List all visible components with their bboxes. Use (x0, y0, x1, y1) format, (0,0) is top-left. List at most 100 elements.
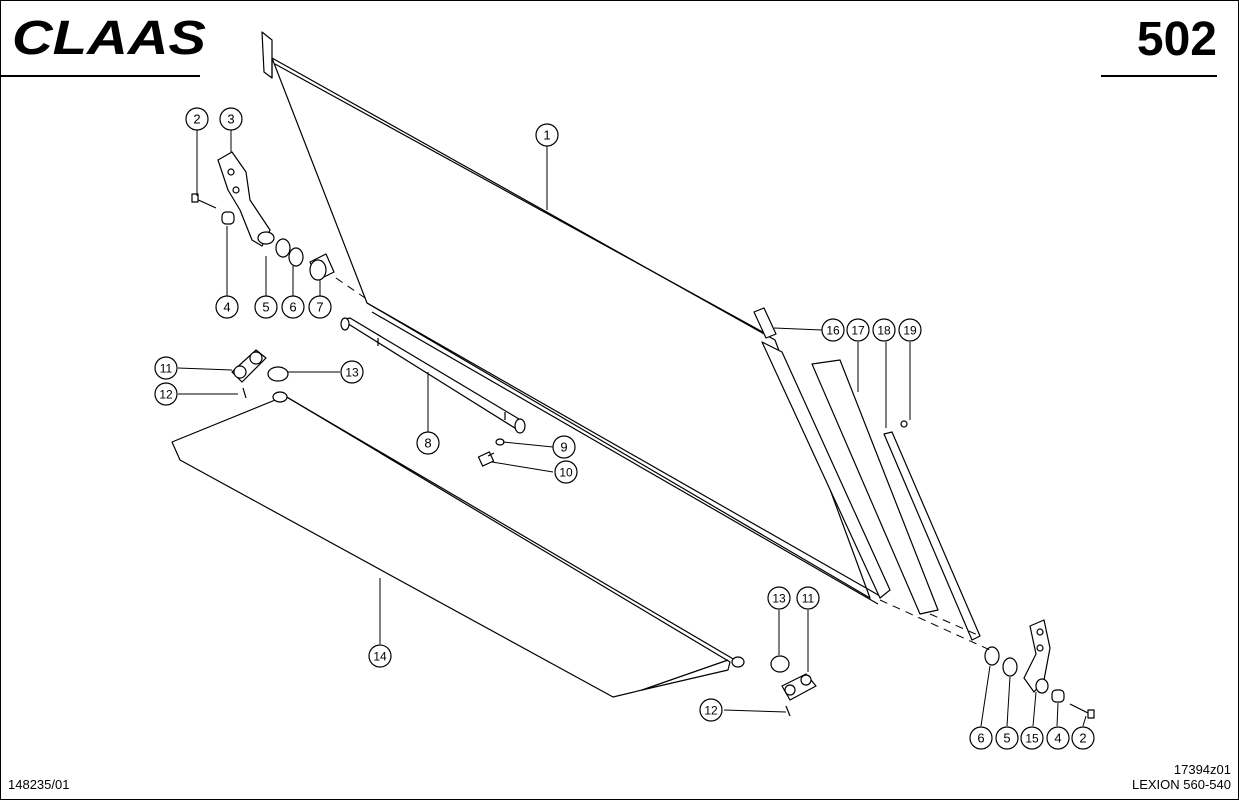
part-bushing-4-right (1051, 689, 1065, 703)
claas-logo: CLAAS (12, 14, 206, 60)
sheet-number-underline (1101, 75, 1217, 77)
callout-circle (872, 318, 896, 342)
callout-19: 19 (898, 318, 922, 342)
brand-underline (0, 75, 200, 77)
callout-6: 6 (969, 726, 993, 750)
callout-12: 12 (699, 698, 723, 722)
part-screw-10 (477, 451, 495, 467)
part-pivot-plate-11-left (231, 349, 267, 383)
callout-label: 3 (227, 112, 234, 127)
part-washer-9 (495, 438, 505, 446)
callout-label: 6 (977, 731, 984, 746)
part-rivet-19 (900, 420, 908, 428)
callout-circle (416, 431, 440, 455)
callout-circle (552, 435, 576, 459)
callout-circle (219, 107, 243, 131)
callout-label: 5 (1003, 731, 1010, 746)
callout-circle (846, 318, 870, 342)
part-lower-panel (171, 391, 745, 698)
callout-circle (185, 107, 209, 131)
part-ring-6-left (288, 247, 304, 267)
callout-label: 2 (193, 112, 200, 127)
callout-circle (154, 382, 178, 406)
callout-4: 4 (1046, 726, 1070, 750)
callout-1: 1 (535, 123, 559, 147)
part-bushing-4-left (221, 211, 235, 225)
callout-16: 16 (821, 318, 845, 342)
callout-label: 18 (877, 324, 891, 338)
callout-3: 3 (219, 107, 243, 131)
callout-circle (368, 644, 392, 668)
callout-circle (554, 460, 578, 484)
callout-circle (535, 123, 559, 147)
callout-circle (308, 295, 332, 319)
callout-label: 19 (903, 324, 917, 338)
callout-11: 11 (796, 586, 820, 610)
callout-6: 6 (281, 295, 305, 319)
assembly-centerlines (335, 277, 991, 651)
callout-circle (215, 295, 239, 319)
callout-label: 10 (559, 466, 573, 480)
callout-circle (995, 726, 1019, 750)
part-side-rail-17 (761, 341, 939, 615)
callout-label: 14 (373, 650, 387, 664)
callout-15: 15 (1020, 726, 1044, 750)
callout-circle (154, 356, 178, 380)
callout-circle (821, 318, 845, 342)
part-pivot-plate-11-right (781, 673, 817, 701)
callout-9: 9 (552, 435, 576, 459)
callout-circle (281, 295, 305, 319)
callout-label: 4 (223, 300, 230, 315)
callout-circle (796, 586, 820, 610)
callout-8: 8 (416, 431, 440, 455)
callout-circle (340, 360, 364, 384)
callout-17: 17 (846, 318, 870, 342)
part-bushing-13-right (770, 655, 790, 673)
part-sleeve-7 (309, 253, 335, 281)
callout-18: 18 (872, 318, 896, 342)
callout-12: 12 (154, 382, 178, 406)
callout-circle (767, 586, 791, 610)
part-pin-12-right (785, 705, 791, 717)
callout-5: 5 (995, 726, 1019, 750)
sheet-number: 502 (1136, 13, 1217, 66)
callout-4: 4 (215, 295, 239, 319)
callout-label: 4 (1054, 731, 1061, 746)
callout-label: 5 (262, 300, 269, 315)
callout-label: 1 (543, 128, 550, 143)
part-ring-5-right (1002, 657, 1018, 677)
callout-label: 2 (1079, 731, 1086, 746)
part-clip-16 (753, 307, 777, 339)
callout-label: 11 (802, 592, 815, 606)
callout-label: 9 (560, 440, 567, 455)
part-shaft (340, 317, 526, 434)
callout-circle (969, 726, 993, 750)
part-panel (261, 31, 881, 605)
part-bracket-left (217, 151, 275, 247)
callout-label: 6 (289, 300, 296, 315)
drawing-info: 17394z01 LEXION 560-540 (1132, 762, 1231, 792)
callout-label: 11 (160, 362, 173, 376)
callout-label: 16 (826, 324, 840, 338)
part-bracket-right (1023, 619, 1051, 694)
part-bolt-2-right (1069, 703, 1095, 719)
part-ring-5-left (275, 238, 291, 258)
part-pin-12-left (242, 387, 247, 399)
callout-14: 14 (368, 644, 392, 668)
callout-circle (1071, 726, 1095, 750)
part-strip-18 (883, 431, 981, 641)
drawing-reference: 17394z01 (1173, 762, 1231, 777)
callout-7: 7 (308, 295, 332, 319)
part-bushing-13-left (267, 366, 289, 382)
callout-13: 13 (767, 586, 791, 610)
callout-label: 13 (772, 592, 786, 606)
callout-circle (1046, 726, 1070, 750)
callout-label: 12 (159, 388, 173, 402)
callout-label: 15 (1025, 732, 1039, 746)
catalog-reference: 148235/01 (8, 777, 70, 792)
svg-text:CLAAS: CLAAS (12, 14, 206, 60)
callout-circle (1020, 726, 1044, 750)
callout-2: 2 (1071, 726, 1095, 750)
callout-circle (898, 318, 922, 342)
